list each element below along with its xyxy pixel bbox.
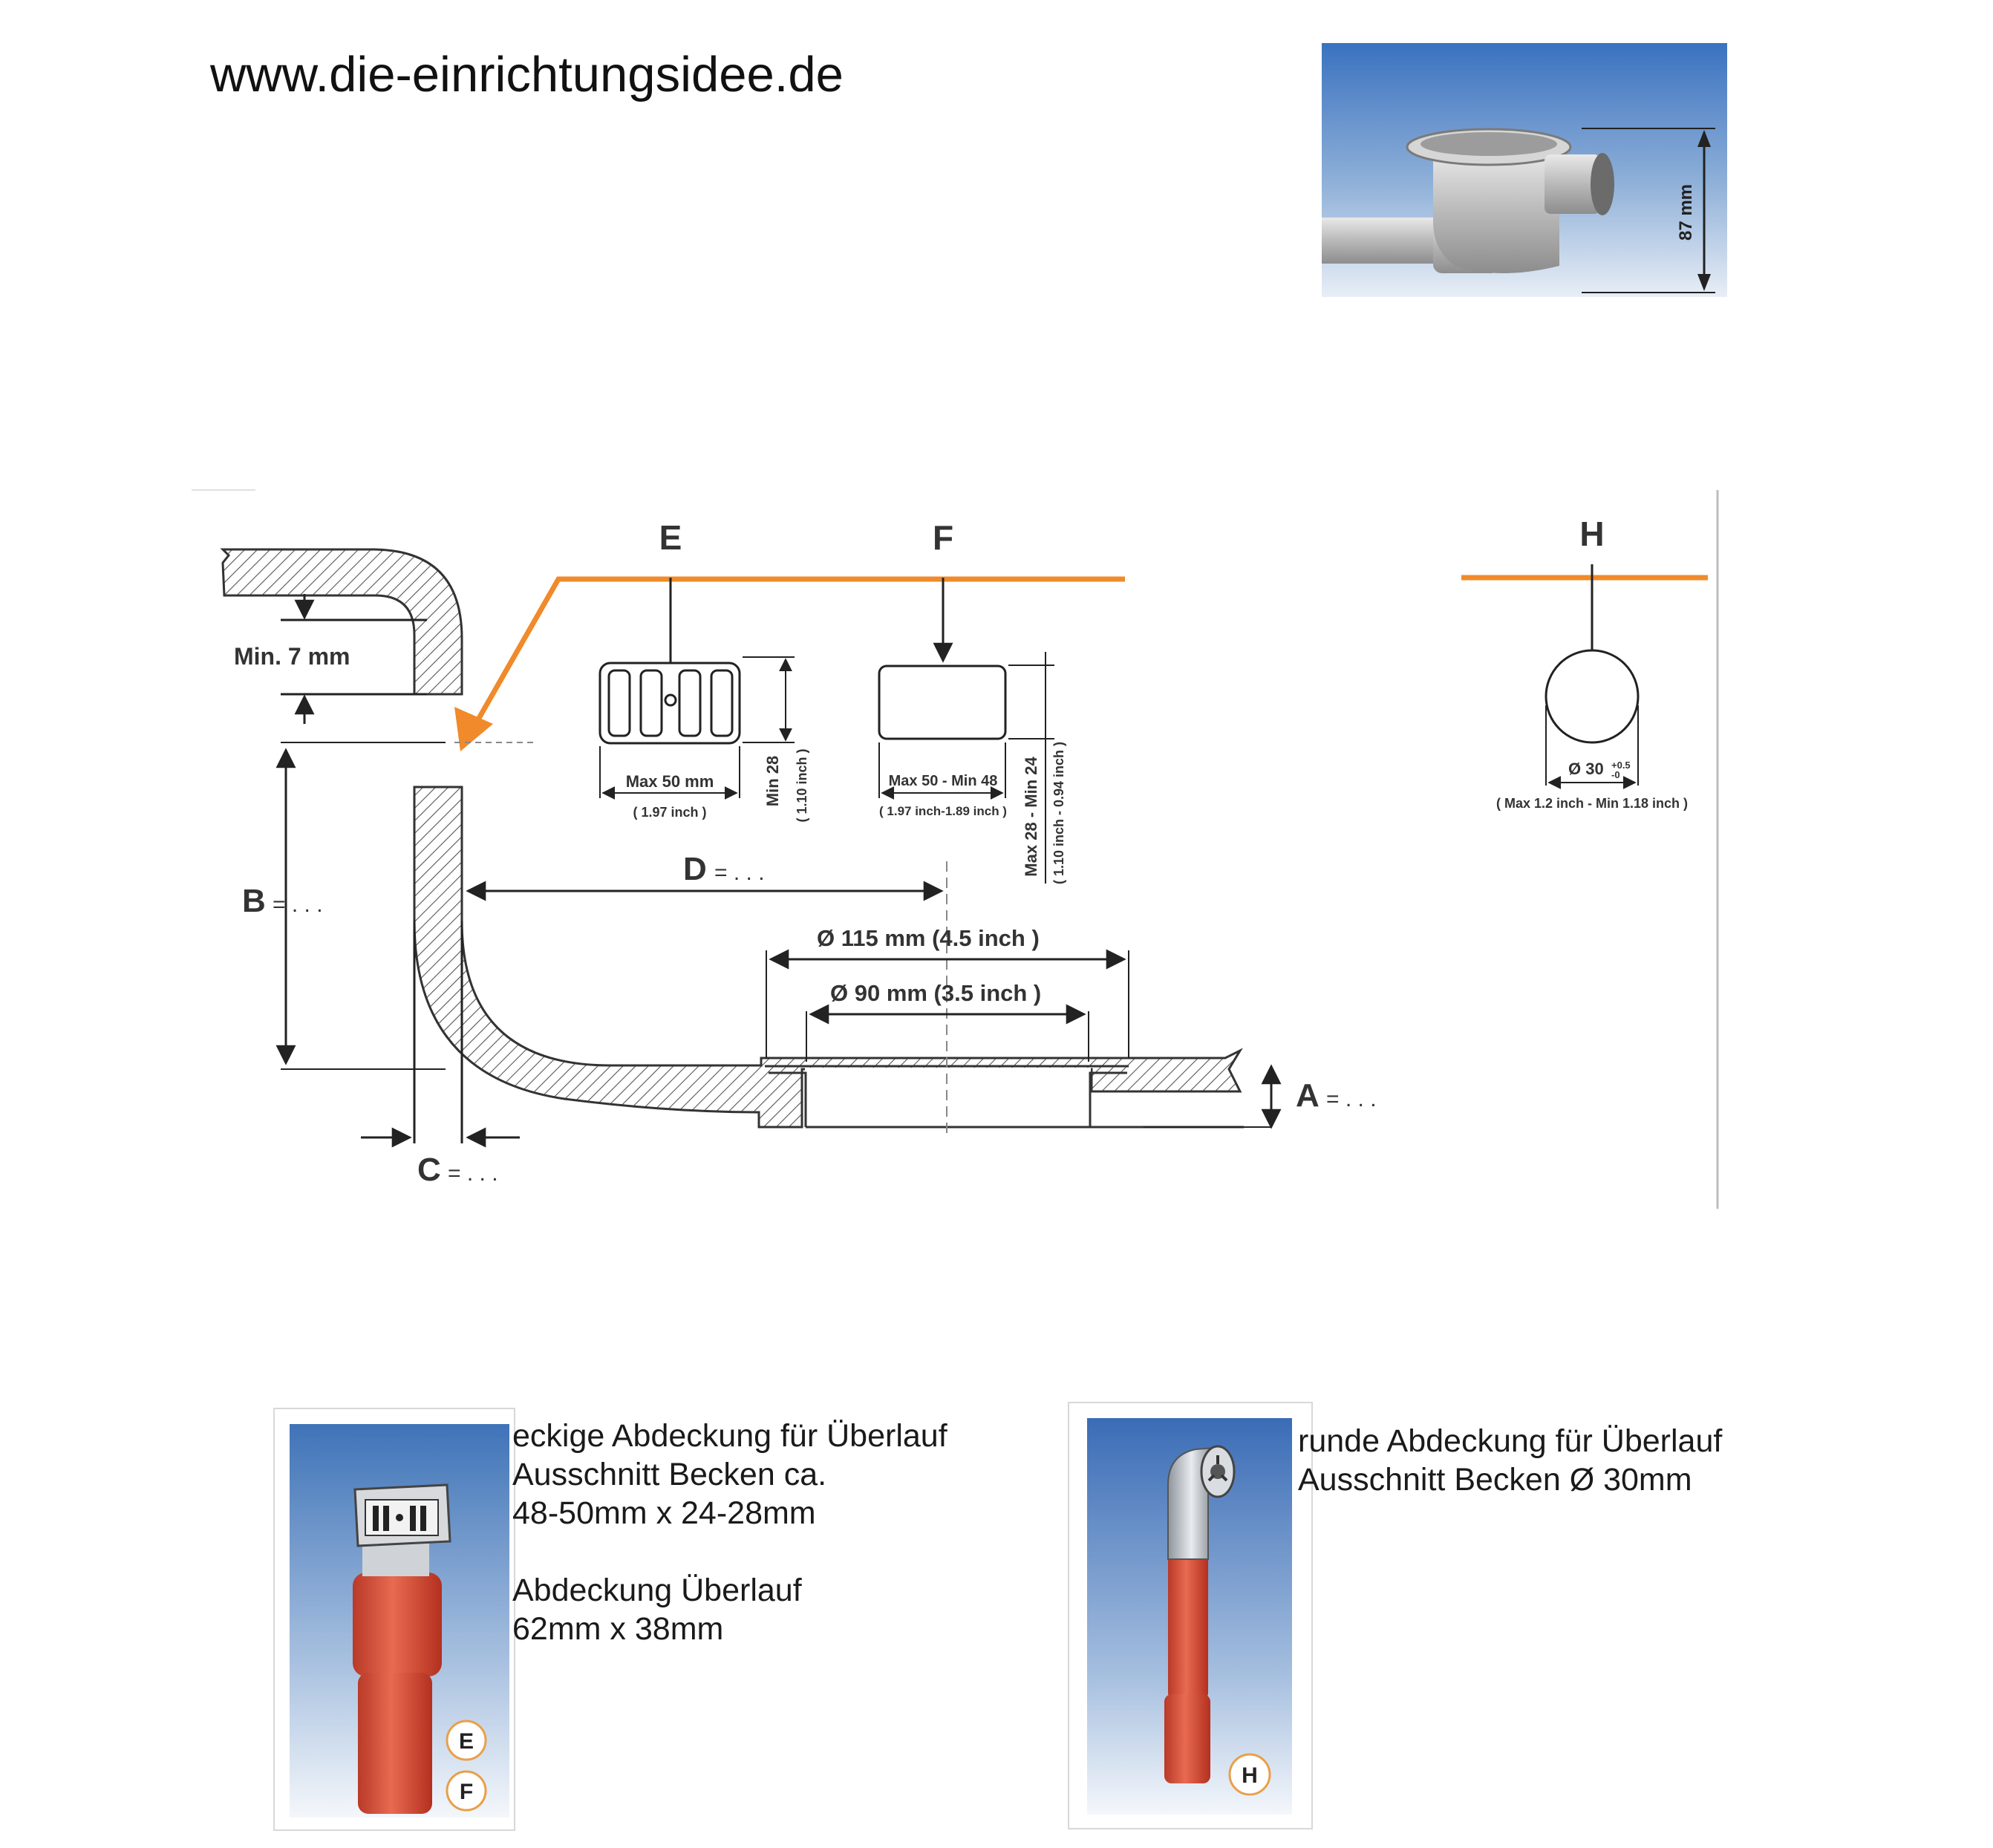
cutout-F xyxy=(878,665,1007,740)
cutout-H xyxy=(1545,649,1640,744)
F-height-inch: ( 1.10 inch - 0.94 inch ) xyxy=(1051,742,1066,884)
H-dia-inch: ( Max 1.2 inch - Min 1.18 inch ) xyxy=(1496,796,1688,811)
overflow-pointer xyxy=(466,576,1125,737)
rect-cover-text: eckige Abdeckung für Überlauf Ausschnitt… xyxy=(512,1417,947,1648)
E-width-inch: ( 1.97 inch ) xyxy=(633,805,706,820)
E-height-label: Min 28 xyxy=(763,756,782,806)
round-cover-line-1: runde Abdeckung für Überlauf xyxy=(1298,1423,1723,1459)
label-A: A xyxy=(1296,1077,1320,1114)
rect-cover-line-3: 48-50mm x 24-28mm xyxy=(512,1495,816,1531)
section-E-title: E xyxy=(659,518,682,557)
section-H-title: H xyxy=(1579,515,1604,553)
E-width-label: Max 50 mm xyxy=(626,772,714,791)
site-url: www.die-einrichtungsidee.de xyxy=(210,47,844,102)
label-B: B xyxy=(242,883,266,919)
rect-cover-line-spacer xyxy=(512,1532,947,1571)
badge-E xyxy=(446,1720,487,1761)
rect-cover-line-2: Ausschnitt Becken ca. xyxy=(512,1457,827,1492)
rect-cover-photo: E F xyxy=(273,1408,515,1831)
outer-diameter-label: Ø 115 mm (4.5 inch ) xyxy=(817,925,1040,951)
label-D: D xyxy=(683,851,707,887)
rect-cover-line-6: 62mm x 38mm xyxy=(512,1611,724,1647)
basin-wall-bottom xyxy=(413,786,1243,1129)
label-C: C xyxy=(417,1152,441,1188)
label-D-dots: = . . . xyxy=(714,861,765,885)
inner-diameter-label: Ø 90 mm (3.5 inch ) xyxy=(830,980,1041,1006)
height-87-label: 87 mm xyxy=(1676,184,1696,241)
basin-wall-top xyxy=(220,548,463,696)
badge-H xyxy=(1228,1753,1271,1796)
round-cover-text: runde Abdeckung für Überlauf Ausschnitt … xyxy=(1298,1422,1722,1499)
E-height-inch: ( 1.10 inch ) xyxy=(795,748,809,822)
rect-cover-line-1: eckige Abdeckung für Überlauf xyxy=(512,1418,947,1454)
round-cover-photo: H xyxy=(1068,1402,1313,1829)
label-A-dots: = . . . xyxy=(1326,1087,1377,1111)
drain-photo: 87 mm xyxy=(1322,43,1727,297)
label-C-dots: = . . . xyxy=(448,1161,498,1186)
H-dia-label: Ø 30 xyxy=(1568,760,1604,778)
round-cover-line-2: Ausschnitt Becken Ø 30mm xyxy=(1298,1462,1692,1498)
F-width-label: Max 50 - Min 48 xyxy=(889,773,998,789)
min-wall-label: Min. 7 mm xyxy=(234,643,350,670)
badge-F-label: F xyxy=(460,1780,473,1804)
badge-E-label: E xyxy=(459,1729,474,1754)
badge-H-label: H xyxy=(1242,1763,1258,1788)
H-tol-bottom: -0 xyxy=(1611,769,1620,780)
rect-cover-line-5: Abdeckung Überlauf xyxy=(512,1573,802,1608)
badge-F xyxy=(446,1770,487,1812)
installation-diagram: Min. 7 mm B = . . . C = . . . D = . . . … xyxy=(192,489,1719,1209)
F-width-inch: ( 1.97 inch-1.89 inch ) xyxy=(879,804,1007,818)
label-B-dots: = . . . xyxy=(273,892,323,917)
H-tol-top: +0.5 xyxy=(1611,760,1631,771)
F-height-label: Max 28 - Min 24 xyxy=(1022,757,1040,877)
section-F-title: F xyxy=(933,518,953,557)
